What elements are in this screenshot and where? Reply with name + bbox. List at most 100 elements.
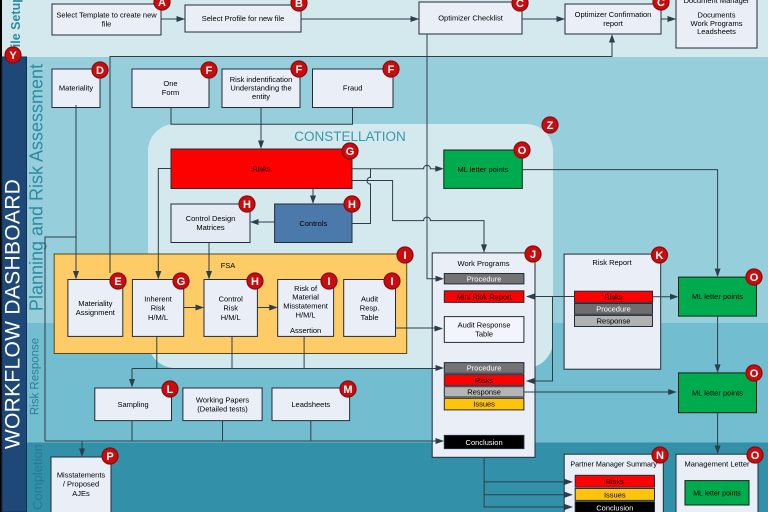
svg-text:ML letter points: ML letter points bbox=[692, 388, 743, 397]
svg-text:Assertion: Assertion bbox=[290, 326, 321, 335]
svg-text:O: O bbox=[751, 450, 760, 462]
svg-text:Risk Report: Risk Report bbox=[592, 258, 632, 267]
svg-text:Risk: Risk bbox=[151, 304, 166, 313]
svg-text:Response: Response bbox=[467, 388, 501, 397]
svg-text:Leadsheets: Leadsheets bbox=[697, 27, 736, 36]
svg-text:file: file bbox=[102, 20, 112, 29]
svg-text:Audit Response: Audit Response bbox=[458, 321, 511, 330]
svg-text:Risks: Risks bbox=[606, 477, 625, 486]
svg-text:Misstatement: Misstatement bbox=[283, 302, 329, 311]
svg-text:Issues: Issues bbox=[473, 400, 495, 409]
svg-text:Z: Z bbox=[547, 120, 554, 132]
svg-text:H: H bbox=[348, 199, 356, 211]
svg-text:F: F bbox=[296, 64, 303, 76]
svg-text:Control Design: Control Design bbox=[186, 214, 236, 223]
svg-text:C: C bbox=[657, 0, 665, 9]
svg-text:Response: Response bbox=[597, 317, 631, 326]
svg-text:Select Profile for new file: Select Profile for new file bbox=[202, 14, 285, 23]
svg-text:Resp.: Resp. bbox=[360, 304, 380, 313]
svg-text:Planning and Risk Assessment: Planning and Risk Assessment bbox=[27, 64, 47, 311]
svg-text:I: I bbox=[390, 276, 393, 288]
svg-text:Completion: Completion bbox=[30, 444, 45, 510]
svg-text:K: K bbox=[656, 250, 664, 262]
svg-text:One: One bbox=[163, 79, 177, 88]
svg-text:Fraud: Fraud bbox=[343, 84, 363, 93]
svg-text:Matrices: Matrices bbox=[196, 223, 225, 232]
svg-text:Documents: Documents bbox=[698, 11, 736, 20]
svg-text:Table: Table bbox=[361, 313, 379, 322]
svg-text:Inherent: Inherent bbox=[144, 294, 172, 303]
svg-text:H/M/L: H/M/L bbox=[148, 313, 168, 322]
svg-text:(Detailed tests): (Detailed tests) bbox=[197, 405, 248, 414]
svg-text:H: H bbox=[251, 276, 259, 288]
svg-text:G: G bbox=[346, 146, 355, 158]
svg-text:F: F bbox=[388, 64, 395, 76]
svg-text:Controls: Controls bbox=[299, 219, 327, 228]
svg-text:/ Proposed: / Proposed bbox=[63, 480, 99, 489]
svg-text:Procedure: Procedure bbox=[596, 305, 631, 314]
svg-text:P: P bbox=[106, 451, 113, 463]
svg-text:O: O bbox=[518, 145, 527, 157]
svg-text:Materiality: Materiality bbox=[59, 84, 93, 93]
svg-text:Procedure: Procedure bbox=[467, 364, 502, 373]
svg-text:H/M/L: H/M/L bbox=[296, 310, 316, 319]
svg-text:O: O bbox=[750, 272, 759, 284]
svg-text:Optimizer Checklist: Optimizer Checklist bbox=[438, 14, 504, 23]
svg-text:L: L bbox=[167, 384, 174, 396]
svg-text:Conclusion: Conclusion bbox=[466, 438, 503, 447]
svg-text:C: C bbox=[516, 0, 524, 10]
svg-text:WORKFLOW DASHBOARD: WORKFLOW DASHBOARD bbox=[2, 179, 25, 449]
svg-text:ML letter points: ML letter points bbox=[693, 491, 741, 498]
svg-text:Working Papers: Working Papers bbox=[196, 395, 249, 404]
svg-text:Risk: Risk bbox=[223, 304, 238, 313]
svg-text:Audit: Audit bbox=[361, 294, 379, 303]
svg-text:J: J bbox=[530, 249, 536, 261]
svg-text:Optimizer Confirmation: Optimizer Confirmation bbox=[575, 10, 652, 19]
svg-text:Risk Response: Risk Response bbox=[30, 338, 42, 415]
svg-text:Procedure: Procedure bbox=[467, 274, 502, 283]
svg-text:Understanding the: Understanding the bbox=[230, 84, 291, 93]
svg-text:Assignment: Assignment bbox=[76, 308, 116, 317]
svg-text:Materiality: Materiality bbox=[78, 299, 112, 308]
svg-text:B: B bbox=[295, 0, 303, 10]
svg-text:M: M bbox=[343, 384, 352, 396]
svg-text:F: F bbox=[206, 65, 213, 77]
svg-text:Work Programs: Work Programs bbox=[691, 19, 743, 28]
svg-text:Control: Control bbox=[219, 294, 244, 303]
svg-text:AJEs: AJEs bbox=[72, 489, 90, 498]
svg-text:entity: entity bbox=[252, 92, 270, 101]
svg-text:Partner Manager Summary: Partner Manager Summary bbox=[570, 460, 657, 469]
svg-text:I: I bbox=[403, 250, 406, 262]
svg-text:Mini Risk Report: Mini Risk Report bbox=[457, 292, 513, 301]
svg-text:Risks: Risks bbox=[252, 165, 271, 174]
svg-text:H: H bbox=[243, 199, 251, 211]
svg-text:Management Letter: Management Letter bbox=[684, 460, 750, 469]
svg-text:Sampling: Sampling bbox=[117, 400, 148, 409]
svg-text:report: report bbox=[603, 19, 624, 28]
svg-text:Y: Y bbox=[9, 50, 17, 62]
svg-text:FSA: FSA bbox=[221, 261, 236, 270]
svg-text:File Setup: File Setup bbox=[9, 0, 23, 55]
svg-text:Conclusion: Conclusion bbox=[596, 504, 633, 512]
svg-text:ML letter points: ML letter points bbox=[458, 165, 509, 174]
svg-text:O: O bbox=[750, 368, 759, 380]
svg-text:Select Template to create new: Select Template to create new bbox=[56, 11, 157, 20]
svg-text:Misstatements: Misstatements bbox=[57, 470, 106, 479]
svg-text:I: I bbox=[327, 276, 330, 288]
svg-text:Risk indentification: Risk indentification bbox=[230, 75, 293, 84]
svg-text:Work Programs: Work Programs bbox=[458, 259, 510, 268]
svg-text:Leadsheets: Leadsheets bbox=[291, 400, 330, 409]
svg-text:Table: Table bbox=[475, 330, 493, 339]
svg-text:Material: Material bbox=[292, 293, 319, 302]
svg-text:Risk of: Risk of bbox=[294, 284, 318, 293]
svg-text:G: G bbox=[177, 276, 186, 288]
svg-text:Risks: Risks bbox=[475, 376, 494, 385]
svg-text:N: N bbox=[656, 450, 664, 462]
svg-text:D: D bbox=[96, 65, 104, 77]
svg-text:H/M/L: H/M/L bbox=[221, 313, 241, 322]
svg-text:A: A bbox=[158, 0, 166, 9]
svg-text:Form: Form bbox=[162, 88, 180, 97]
svg-text:CONSTELLATION: CONSTELLATION bbox=[294, 129, 406, 144]
svg-text:Risks: Risks bbox=[604, 293, 623, 302]
svg-text:Document Manager: Document Manager bbox=[684, 0, 750, 5]
